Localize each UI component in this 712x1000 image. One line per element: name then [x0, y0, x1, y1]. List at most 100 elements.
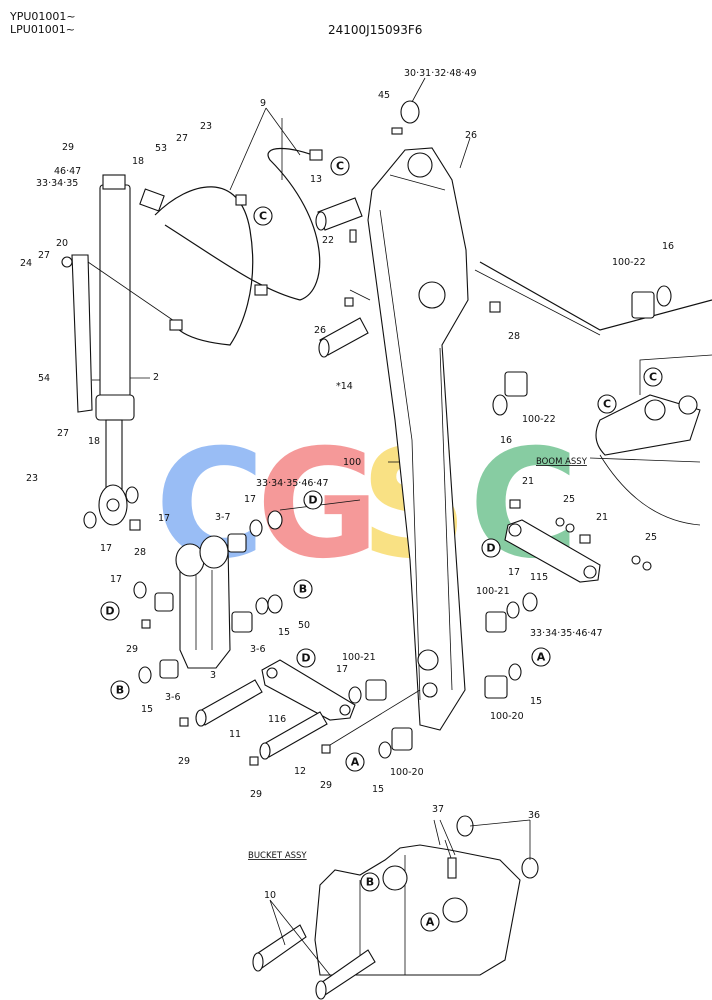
- reference-circles: C C C C D D D D B B B A A A: [100, 156, 663, 932]
- ref-circle-a-1: A: [531, 647, 551, 667]
- svg-text:A: A: [426, 916, 435, 929]
- part-label: 17: [244, 494, 256, 505]
- part-label: 17: [508, 567, 520, 578]
- part-label: 15: [278, 627, 290, 638]
- part-label: 17: [336, 664, 348, 675]
- part-label: 17: [158, 513, 170, 524]
- part-label: 18: [132, 156, 144, 167]
- boom-assembly-ref: [474, 261, 712, 526]
- ref-circle-a-3: A: [420, 912, 440, 932]
- svg-text:D: D: [301, 652, 310, 665]
- pin-13: [315, 100, 420, 243]
- svg-text:D: D: [486, 542, 495, 555]
- part-label: 29: [126, 644, 138, 655]
- part-label: 17: [100, 543, 112, 554]
- part-label: 29: [320, 780, 332, 791]
- ref-circle-d-4: D: [296, 648, 316, 668]
- part-label: 100: [343, 457, 361, 468]
- part-label: 27: [176, 133, 188, 144]
- link-116: [261, 659, 387, 721]
- ref-circle-b-1: B: [293, 579, 313, 599]
- part-label: 15: [530, 696, 542, 707]
- svg-text:C: C: [336, 160, 344, 173]
- part-label: 25: [645, 532, 657, 543]
- part-label: 37: [432, 804, 444, 815]
- part-label: 21: [596, 512, 608, 523]
- part-label: 28: [508, 331, 520, 342]
- ref-circle-b-3: B: [360, 872, 380, 892]
- model-code-2: LPU01001~: [10, 23, 76, 36]
- part-label: 23: [26, 473, 38, 484]
- ref-circle-d-2: D: [481, 538, 501, 558]
- drawing-number: 24100J15093F6: [328, 23, 423, 37]
- part-label: *14: [336, 381, 353, 392]
- ref-circle-c-2: C: [253, 206, 273, 226]
- ref-circle-d-1: D: [303, 490, 323, 510]
- part-label: 15: [141, 704, 153, 715]
- pin-14: [318, 297, 369, 358]
- bucket-assembly: [252, 815, 539, 1000]
- part-label: 33·34·35: [36, 178, 78, 189]
- part-label: 16: [662, 241, 674, 252]
- ref-circle-c-3: C: [643, 367, 663, 387]
- part-label: 54: [38, 373, 50, 384]
- bushings-right: [489, 285, 672, 416]
- pins-11-12: [179, 679, 421, 766]
- part-label: 24: [20, 258, 32, 269]
- part-label: 50: [298, 620, 310, 631]
- part-label: 29: [62, 142, 74, 153]
- part-label: 100-22: [522, 414, 556, 425]
- link-115: [485, 499, 652, 633]
- part-label: 33·34·35·46·47: [256, 478, 329, 489]
- part-label: 28: [134, 547, 146, 558]
- leader-lines: [92, 77, 531, 976]
- bushings-lower: [378, 663, 522, 759]
- svg-text:C: C: [649, 371, 657, 384]
- part-label: 23: [200, 121, 212, 132]
- ref-circle-c-4: C: [597, 394, 617, 414]
- part-label: 3-6: [250, 644, 266, 655]
- part-label: 17: [110, 574, 122, 585]
- part-label: 2: [153, 372, 159, 383]
- svg-text:B: B: [116, 684, 124, 697]
- part-label: 10: [264, 890, 276, 901]
- bucket-assy-label: BUCKET ASSY: [248, 851, 307, 861]
- part-label: 21: [522, 476, 534, 487]
- ref-circle-c-1: C: [330, 156, 350, 176]
- hoses: [139, 147, 323, 346]
- part-label: 16: [500, 435, 512, 446]
- part-label: 11: [229, 729, 241, 740]
- part-label: 36: [528, 810, 540, 821]
- link-3: [83, 486, 283, 684]
- part-label: 115: [530, 572, 548, 583]
- svg-text:B: B: [366, 876, 374, 889]
- part-label: 26: [314, 325, 326, 336]
- part-label: 46·47: [54, 166, 81, 177]
- svg-text:C: C: [603, 398, 611, 411]
- part-label: 27: [57, 428, 69, 439]
- boom-arm: [349, 147, 469, 731]
- part-label: 53: [155, 143, 167, 154]
- part-label: 3-7: [215, 512, 231, 523]
- part-label: 20: [56, 238, 68, 249]
- part-labels: 30·31·32·48·49 45 26 9 29 53 27 23 18 46…: [20, 68, 674, 901]
- part-label: 45: [378, 90, 390, 101]
- svg-text:A: A: [351, 756, 360, 769]
- part-label: 3: [210, 670, 216, 681]
- part-label: 116: [268, 714, 286, 725]
- boom-assy-label: BOOM ASSY: [536, 457, 588, 467]
- ref-circle-a-2: A: [345, 752, 365, 772]
- svg-text:B: B: [299, 583, 307, 596]
- bracket-54: [61, 254, 181, 413]
- svg-text:D: D: [105, 605, 114, 618]
- part-label: 100-20: [490, 711, 524, 722]
- arm-cylinder: [95, 174, 135, 526]
- ref-circle-d-3: D: [100, 601, 120, 621]
- part-label: 13: [310, 174, 322, 185]
- model-code-1: YPU01001~: [10, 10, 76, 23]
- part-label: 26: [465, 130, 477, 141]
- part-label: 22: [322, 235, 334, 246]
- part-label: 100-21: [476, 586, 510, 597]
